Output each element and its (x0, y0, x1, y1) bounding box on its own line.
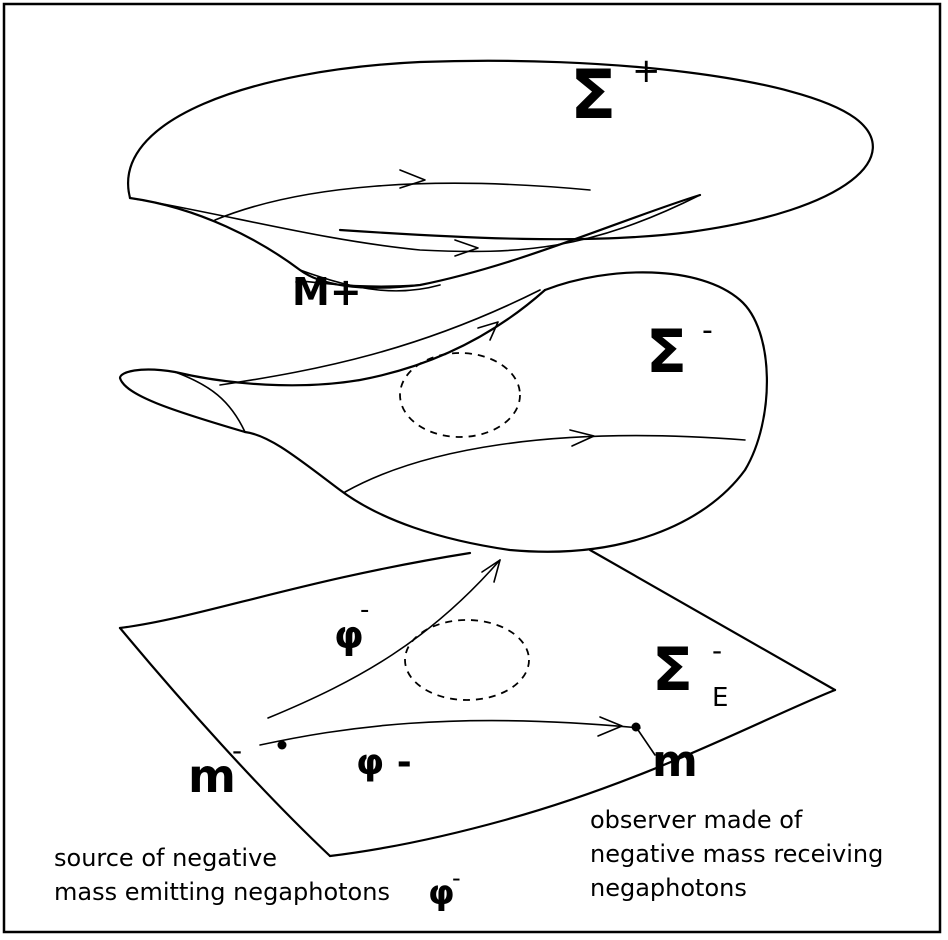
label-phi-upper-sup: - (360, 595, 369, 625)
label-sigma-minus: Σ (646, 317, 687, 387)
dashed-loop-sigma-minus (400, 353, 520, 437)
source-caption-symbol-sup: - (452, 864, 461, 892)
label-sigma-minus-sup: - (702, 313, 713, 348)
label-sigma-e-sup: - (712, 634, 722, 667)
observer-caption-line1: observer made of (590, 806, 803, 834)
negaphoton-path-lower (260, 721, 640, 745)
label-sigma-e: Σ (652, 635, 693, 705)
source-caption-symbol: φ (428, 873, 455, 913)
negaphoton-path-upper (268, 560, 500, 718)
label-m-plus: M+ (292, 270, 362, 314)
label-m-source-sup: - (232, 734, 242, 767)
observer-caption-line3: negaphotons (590, 874, 747, 902)
label-phi-lower: φ - (356, 742, 412, 783)
label-sigma-e-sub: E (712, 683, 728, 713)
label-sigma-plus: Σ (570, 56, 616, 135)
source-point (278, 741, 287, 750)
surface-sigma-minus (120, 272, 767, 551)
label-m-observer: m (652, 736, 698, 787)
observer-caption-line2: negative mass receiving (590, 840, 883, 868)
source-caption-line2: mass emitting negaphotons (54, 878, 390, 906)
surface-sigma-plus (128, 61, 873, 291)
label-m-source: m (188, 749, 236, 803)
source-caption-line1: source of negative (54, 844, 277, 872)
label-sigma-plus-sup: + (632, 51, 661, 91)
